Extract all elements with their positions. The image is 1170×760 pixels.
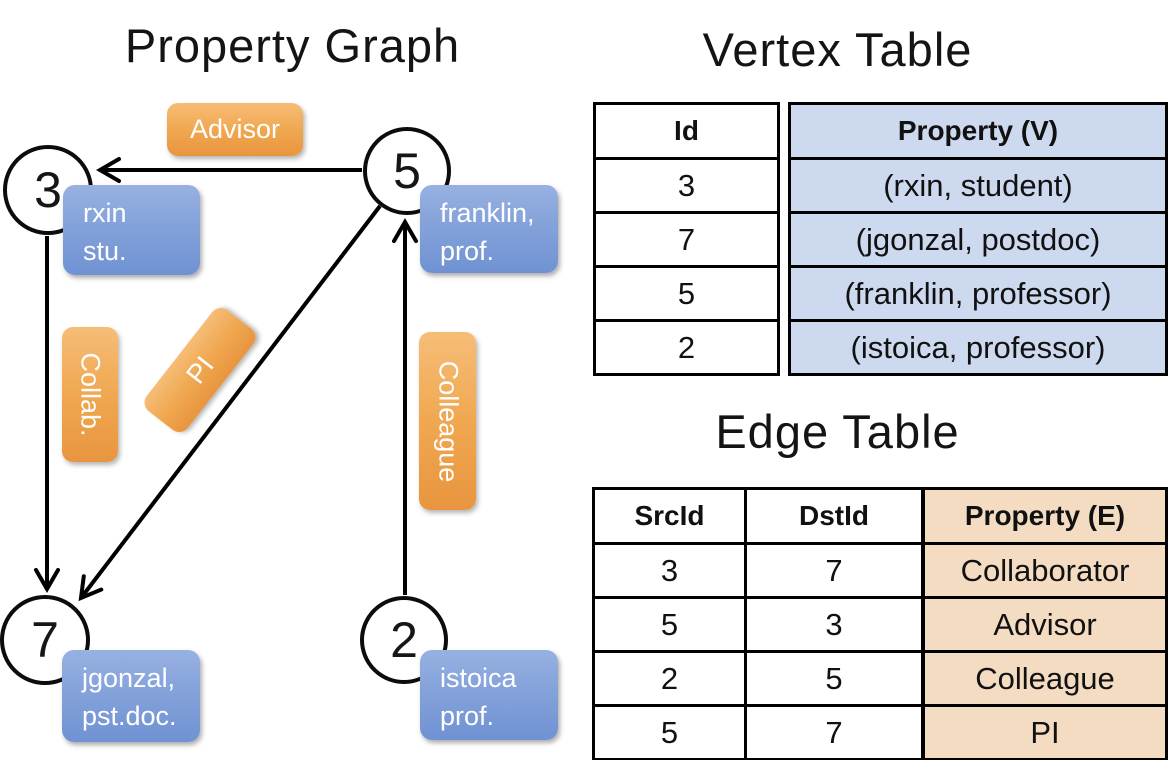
node-id-5: 5 [393,143,421,199]
edge-table-id-columns: SrcId DstId 3 7 5 3 2 5 5 7 [592,487,924,760]
edge-label-text: Collab. [75,352,106,437]
vertex-property-cell: (jgonzal, postdoc) [788,211,1168,268]
edge-srcid-cell: 3 [592,542,747,599]
edge-label-advisor: Advisor [167,103,303,156]
table-row: (istoica, professor) [788,319,1168,376]
vertex-table-id-column: Id 3 7 5 2 [593,102,780,376]
table-row: 5 [593,265,780,322]
node-property-box-jgonzal: jgonzal, pst.doc. [62,650,200,742]
edge-dstid-cell: 3 [744,596,924,653]
edge-arrow-pi-5-to-7 [78,204,382,602]
vertex-id-cell: 5 [593,265,780,322]
table-row: SrcId DstId [592,487,924,545]
table-row: 2 [593,319,780,376]
table-row: Advisor [922,596,1168,653]
edge-label-text: PI [179,350,220,389]
edge-srcid-cell: 5 [592,596,747,653]
vertex-table-title: Vertex Table [702,23,973,76]
edge-dstid-cell: 7 [744,704,924,760]
table-row: 2 5 [592,650,924,707]
node-property-box-rxin: rxin stu. [63,185,200,275]
table-row: (rxin, student) [788,157,1168,214]
edge-label-text: Advisor [189,114,281,144]
node-property-line: jgonzal, [82,663,176,693]
table-row: Id [593,102,780,160]
vertex-id-cell: 2 [593,319,780,376]
node-property-line: pst.doc. [82,700,177,731]
node-property-box-istoica: istoica prof. [420,650,558,740]
edge-table-title: Edge Table [715,405,960,458]
graph-edges [34,157,418,602]
edge-col-header-dstid: DstId [744,487,924,545]
vertex-col-header-id: Id [593,102,780,160]
table-row: (franklin, professor) [788,265,1168,322]
edge-property-cell: Advisor [922,596,1168,653]
table-row: (jgonzal, postdoc) [788,211,1168,268]
vertex-table-property-column: Property (V) (rxin, student) (jgonzal, p… [788,102,1168,376]
edge-label-collab: Collab. [62,327,118,462]
table-row: 3 7 [592,542,924,599]
edge-srcid-cell: 2 [592,650,747,707]
edge-label-text: Colleague [433,360,463,482]
vertex-id-cell: 3 [593,157,780,214]
edge-property-cell: Collaborator [922,542,1168,599]
edge-property-cell: PI [922,704,1168,760]
node-property-line: rxin [83,198,127,228]
property-graph-title: Property Graph [124,19,461,72]
vertex-col-header-property: Property (V) [788,102,1168,160]
vertex-id-cell: 7 [593,211,780,268]
edge-col-header-srcid: SrcId [592,487,747,545]
node-circle-5: 5 [363,127,451,215]
node-id-7: 7 [31,612,59,668]
node-property-box-franklin: franklin, prof. [420,185,558,273]
vertex-property-cell: (rxin, student) [788,157,1168,214]
vertex-property-cell: (franklin, professor) [788,265,1168,322]
node-property-line: prof. [440,700,495,731]
node-property-line: franklin, [440,198,535,228]
edge-label-colleague: Colleague [419,332,476,510]
edge-srcid-cell: 5 [592,704,747,760]
table-row: Collaborator [922,542,1168,599]
node-property-line: prof. [440,235,495,266]
edge-col-header-property: Property (E) [922,487,1168,545]
table-row: Property (E) [922,487,1168,545]
edge-dstid-cell: 7 [744,542,924,599]
edge-property-cell: Colleague [922,650,1168,707]
node-circle-2: 2 [360,596,448,684]
table-row: 3 [593,157,780,214]
node-property-line: stu. [83,235,127,266]
node-id-3: 3 [34,162,62,218]
edge-dstid-cell: 5 [744,650,924,707]
vertex-property-cell: (istoica, professor) [788,319,1168,376]
node-property-line: istoica [440,663,517,693]
table-row: Property (V) [788,102,1168,160]
table-row: 5 3 [592,596,924,653]
node-id-2: 2 [390,612,418,668]
table-row: Colleague [922,650,1168,707]
table-row: PI [922,704,1168,760]
table-row: 7 [593,211,780,268]
table-row: 5 7 [592,704,924,760]
edge-table-property-column: Property (E) Collaborator Advisor Collea… [922,487,1168,760]
